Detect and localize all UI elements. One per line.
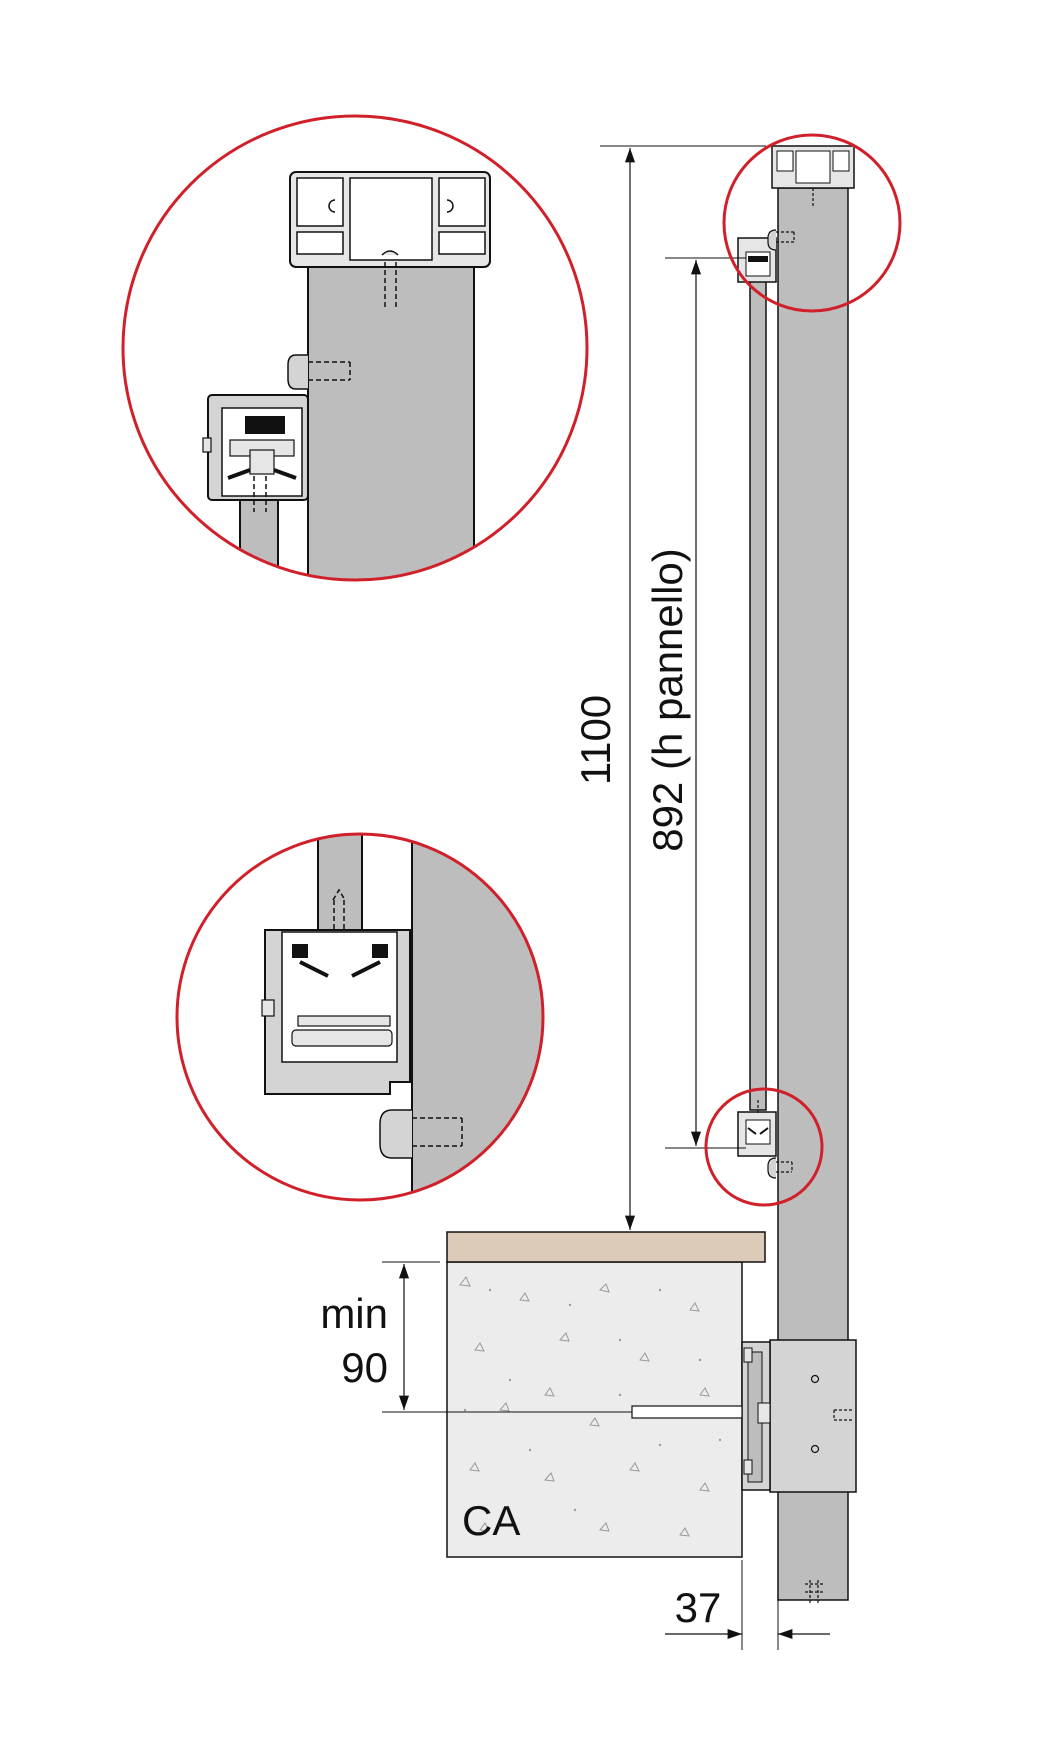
total-height-label: 1100	[572, 695, 619, 785]
offset-label: 37	[675, 1584, 722, 1631]
glass-panel	[749, 269, 767, 1111]
callout-circle-bottom	[704, 1087, 824, 1207]
anchor-depth-line1: min	[320, 1290, 388, 1337]
base-bracket	[741, 1339, 857, 1493]
dimension-panel-height: 892 (h pannello)	[644, 257, 746, 1149]
callout-circle-top	[722, 133, 902, 313]
dimension-total-height: 1100	[572, 145, 766, 1230]
main-lower-clamp	[737, 1100, 793, 1179]
dimension-anchor-depth: min 90	[320, 1261, 632, 1413]
slab-label: CA	[462, 1497, 520, 1544]
panel-height-label: 892 (h pannello)	[644, 548, 691, 852]
anchor-bolt	[631, 1405, 743, 1419]
main-upper-clamp	[737, 229, 795, 283]
post-bottom-screw	[805, 1580, 823, 1604]
dimension-offset: 37	[665, 1560, 830, 1650]
detail-bottom	[175, 832, 545, 1202]
floor-finish	[446, 1231, 766, 1263]
main-handrail-profile	[771, 145, 855, 206]
main-section: CA	[446, 145, 857, 1604]
detail-top	[121, 114, 589, 582]
anchor-depth-line2: 90	[341, 1344, 388, 1391]
